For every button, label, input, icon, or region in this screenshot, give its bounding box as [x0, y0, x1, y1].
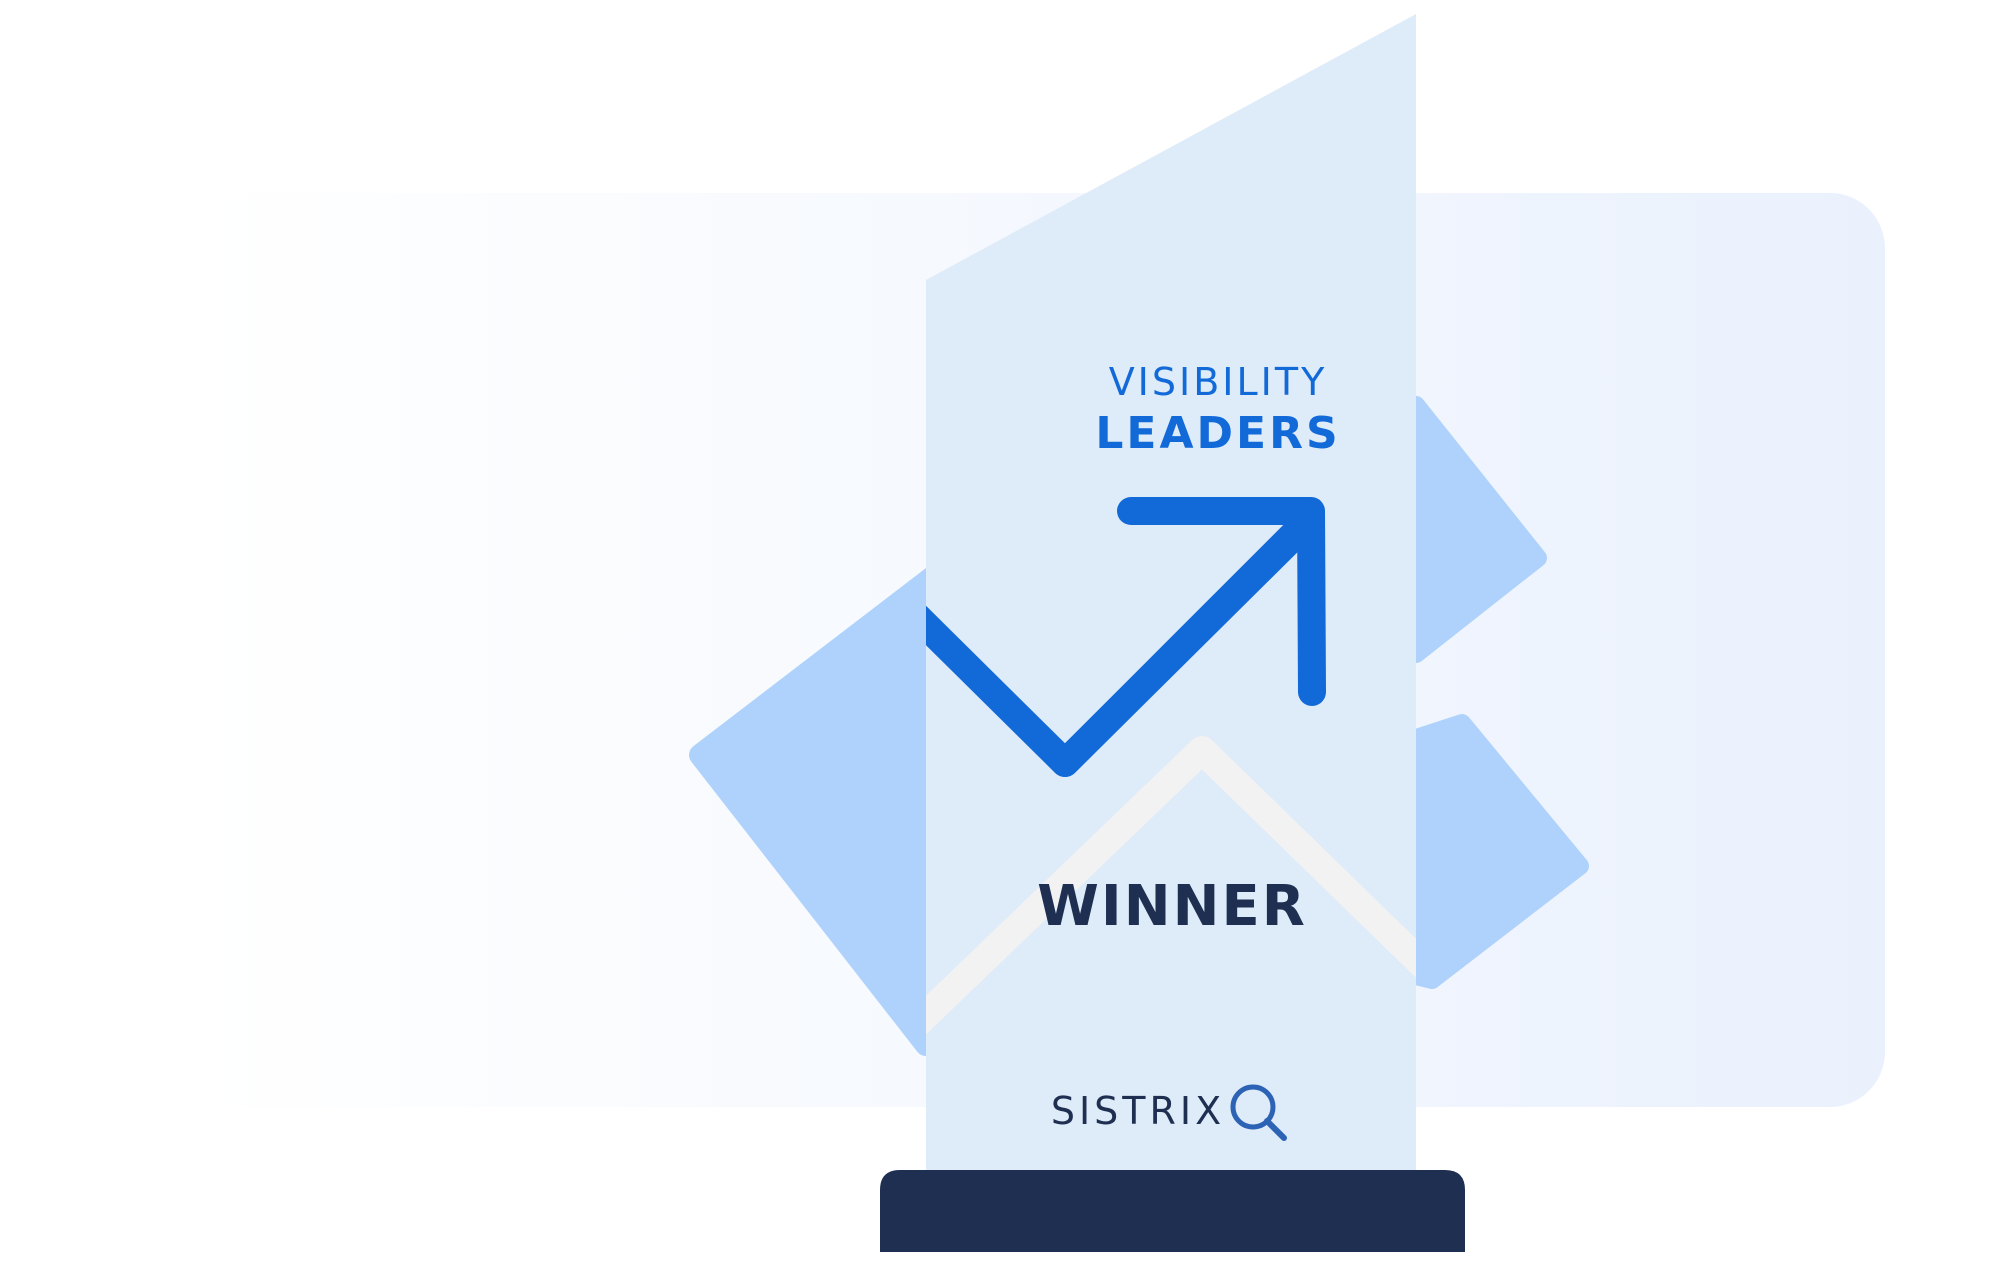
winner-label: WINNER — [1037, 874, 1307, 939]
magnifier-icon — [1230, 1084, 1287, 1141]
trend-up-arrow-icon — [1051, 497, 1326, 777]
trophy-panel — [926, 14, 1416, 1190]
gray-chevron-line — [926, 736, 1416, 1054]
trophy-base — [880, 1170, 1465, 1252]
award-title-line1: VISIBILITY — [1109, 360, 1328, 404]
award-title-line2: LEADERS — [1095, 408, 1340, 459]
brand-name: SISTRIX — [1051, 1089, 1225, 1133]
